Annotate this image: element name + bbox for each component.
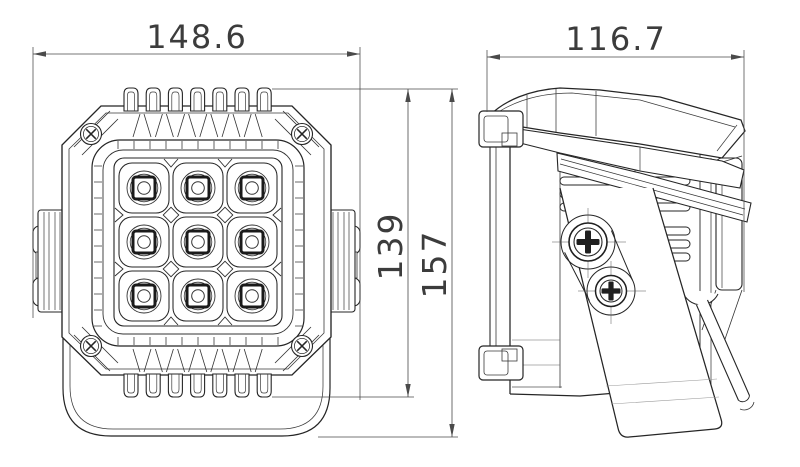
power-cable	[695, 299, 755, 411]
dimension-width: 148.6	[32, 18, 361, 400]
bezel	[91, 139, 305, 347]
side-view	[478, 87, 755, 438]
fin	[212, 87, 228, 112]
dimension-overall-height: 157	[318, 89, 458, 438]
side-tab-right	[326, 209, 361, 313]
bracket-screw	[568, 222, 608, 262]
led-grid	[114, 158, 282, 326]
bottom-fins	[123, 373, 272, 398]
dimension-label-depth: 116.7	[565, 20, 667, 58]
side-front-tab-top	[478, 110, 524, 148]
bracket-screw	[594, 274, 628, 308]
bracket-boss	[552, 208, 646, 324]
fin	[167, 373, 183, 398]
fin	[123, 373, 139, 398]
bezel-ticks-right	[295, 165, 303, 327]
bezel-ticks-top	[117, 141, 279, 149]
side-lens	[489, 147, 497, 346]
edge-notches	[114, 158, 282, 326]
dimension-label-overall-height: 157	[415, 230, 454, 299]
fin-hatch-bottom	[132, 348, 263, 373]
fin	[123, 87, 139, 112]
dimension-body-height: 139	[272, 88, 458, 398]
fin-hatch-top	[132, 113, 263, 138]
fin	[234, 87, 250, 112]
bezel-ticks-bottom	[117, 337, 279, 345]
fin	[256, 87, 272, 112]
led-panel-border	[113, 157, 283, 327]
corner-screw	[79, 122, 103, 146]
dimension-label-width: 148.6	[146, 18, 248, 56]
front-mounting-bracket	[62, 330, 331, 437]
fin	[145, 87, 161, 112]
fin	[190, 87, 206, 112]
fin	[256, 373, 272, 398]
fin	[212, 373, 228, 398]
corner-screw	[290, 122, 314, 146]
corner-screw	[290, 334, 314, 358]
bezel-ticks-left	[94, 165, 102, 327]
front-view	[32, 87, 361, 437]
fin	[145, 373, 161, 398]
side-front-tab-bottom	[478, 345, 524, 381]
dimension-label-body-height: 139	[371, 212, 410, 281]
top-cover	[487, 87, 752, 223]
dimension-depth: 116.7	[486, 20, 745, 292]
back-post	[715, 157, 743, 291]
side-tab-left	[32, 209, 67, 313]
fin	[167, 87, 183, 112]
fin	[234, 373, 250, 398]
corner-screw	[79, 334, 103, 358]
top-fins	[123, 87, 272, 112]
fin	[190, 373, 206, 398]
